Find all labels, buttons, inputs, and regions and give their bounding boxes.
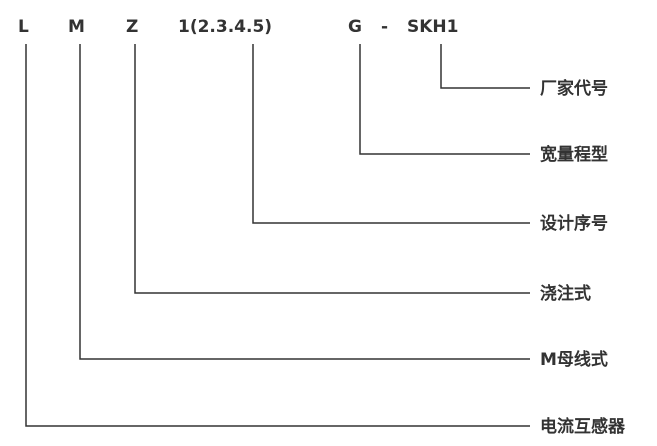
code-design-sequence: 1(2.3.4.5) (178, 17, 272, 37)
label-range-type: 宽量程型 (540, 144, 608, 165)
label-cast-type: 浇注式 (540, 283, 591, 304)
label-design-sequence: 设计序号 (540, 213, 608, 234)
label-current-transformer: 电流互感器 (540, 416, 626, 437)
leader-line-cast-type (134, 44, 530, 294)
code-letter-g: G (348, 17, 362, 37)
leader-line-range-type (359, 44, 530, 155)
code-letter-z: Z (126, 17, 138, 37)
code-letter-m: M (68, 17, 85, 37)
leader-line-current-transformer (25, 44, 530, 427)
leader-line-manufacturer (440, 44, 530, 89)
code-dash: - (381, 17, 388, 37)
code-letter-l: L (18, 17, 29, 37)
code-manufacturer-skh1: SKH1 (407, 17, 458, 37)
leader-line-design-sequence (252, 44, 530, 224)
leader-line-busbar-type (79, 44, 530, 360)
label-busbar-type: M母线式 (540, 349, 608, 370)
label-manufacturer: 厂家代号 (540, 78, 608, 99)
